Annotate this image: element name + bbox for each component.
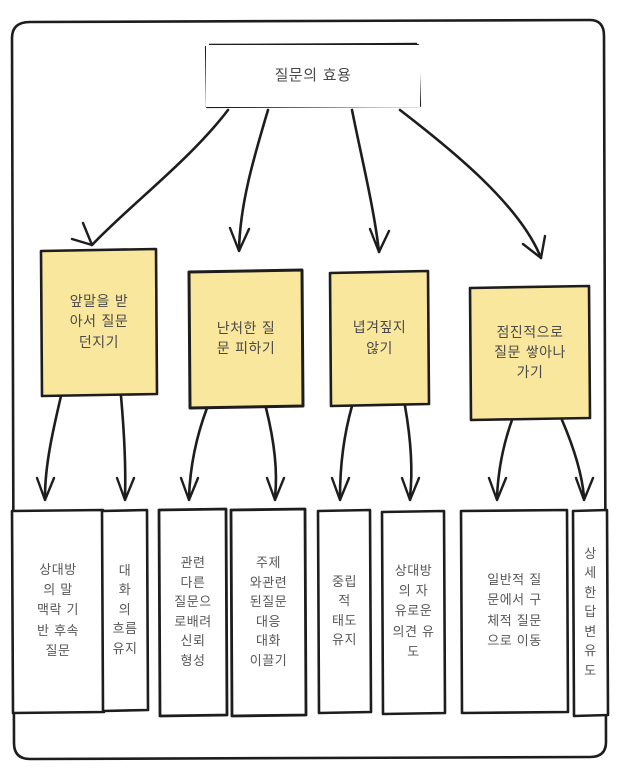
arrowhead-leaf-6 <box>400 476 421 502</box>
leaf-node-7-label: 일반적 질 문에서 구 체적 질문 으로 이동 <box>487 573 542 649</box>
leaf-node-8-label: 상 세 한 답 변 유도 <box>584 546 597 679</box>
branch-box-3-outline <box>328 269 431 408</box>
arrowhead-leaf-1 <box>35 476 56 502</box>
arrowhead-leaf-4 <box>265 476 286 502</box>
branch-node-2-label: 난처한 질 문 피하기 <box>216 320 276 357</box>
title-node-label: 질문의 효용 <box>274 66 352 85</box>
leaf-node-1-label: 상대방 의 말 맥락 기 반 후속 질문 <box>36 563 79 659</box>
arrow-b1-to-leaf-2 <box>119 394 127 499</box>
leaf-node-1[interactable]: 상대방 의 말 맥락 기 반 후속 질문 <box>12 510 104 713</box>
arrowhead-branch-2 <box>228 226 251 253</box>
arrowhead-leaf-3 <box>179 476 200 502</box>
branch-box-2-outline <box>187 268 305 410</box>
leaf-box-2-outline <box>100 508 150 713</box>
arrow-title-to-branch-1 <box>90 108 230 247</box>
arrow-b4-to-leaf-1 <box>495 418 514 499</box>
branch-node-2[interactable]: 난처한 질 문 피하기 <box>189 270 303 408</box>
title-node[interactable]: 질문의 효용 <box>206 45 420 107</box>
branch-node-4-label: 점진적으로 질문 쌓아나 가기 <box>494 324 566 382</box>
branch-node-4[interactable]: 점진적으로 질문 쌓아나 가기 <box>470 286 590 420</box>
leaf-node-2-label: 대 화 의 흐름 유지 <box>112 563 138 657</box>
arrowhead-branch-4 <box>521 234 547 260</box>
arrowhead-leaf-2 <box>115 476 136 502</box>
leaf-node-5-label: 중립 적 태도 유지 <box>332 574 357 649</box>
arrowhead-leaf-8 <box>574 476 595 502</box>
leaf-node-4-label: 주제 와관련 된질문 대응 대화 이끌기 <box>249 556 288 669</box>
branch-node-3[interactable]: 녑겨짚지 않기 <box>330 271 429 406</box>
leaf-node-8[interactable]: 상 세 한 답 변 유도 <box>573 510 608 716</box>
leaf-node-6[interactable]: 상대방 의 자 유로운 의견 유 도 <box>382 511 445 714</box>
branch-node-1[interactable]: 앞말을 받 아서 질문 던지기 <box>41 249 157 396</box>
outer-frame <box>10 18 608 761</box>
arrowhead-branch-1 <box>70 221 94 247</box>
leaf-box-8-outline <box>571 508 610 718</box>
leaf-box-4-outline <box>229 507 308 718</box>
arrow-title-to-branch-3 <box>350 108 381 254</box>
title-box-top-shade <box>208 42 418 47</box>
branch-node-1-label: 앞말을 받 아서 질문 던지기 <box>69 294 129 351</box>
leaf-node-7[interactable]: 일반적 질 문에서 구 체적 질문 으로 이동 <box>461 510 568 713</box>
arrow-b4-to-leaf-2 <box>560 418 586 499</box>
leaf-node-3[interactable]: 관련 다른 질문으 로배려 신뢰 형성 <box>159 509 227 716</box>
branch-box-4-outline <box>468 284 592 422</box>
leaf-box-5-outline <box>316 508 373 715</box>
arrow-b1-to-leaf-1 <box>43 394 63 499</box>
leaf-node-6-label: 상대방 의 자 유로운 의견 유 도 <box>392 564 435 660</box>
arrowhead-leaf-5 <box>330 476 351 502</box>
branch-box-1-outline <box>39 247 159 398</box>
arrow-title-to-branch-2 <box>237 108 270 252</box>
arrow-b2-to-leaf-2 <box>264 406 278 499</box>
leaf-node-5[interactable]: 중립 적 태도 유지 <box>318 510 371 713</box>
leaf-node-3-label: 관련 다른 질문으 로배려 신뢰 형성 <box>174 556 212 669</box>
arrowhead-branch-3 <box>368 227 391 254</box>
leaf-node-2[interactable]: 대 화 의 흐름 유지 <box>102 510 148 711</box>
branch-node-3-label: 녑겨짚지 않기 <box>352 320 407 357</box>
arrow-b3-to-leaf-2 <box>403 404 413 499</box>
arrow-b2-to-leaf-1 <box>187 406 209 499</box>
arrowhead-leaf-7 <box>487 476 508 502</box>
leaf-box-7-outline <box>459 508 570 715</box>
leaf-node-4[interactable]: 주제 와관련 된질문 대응 대화 이끌기 <box>231 509 306 716</box>
arrow-title-to-branch-4 <box>398 108 543 260</box>
arrow-b3-to-leaf-1 <box>338 404 354 499</box>
leaf-box-3-outline <box>157 507 229 718</box>
leaf-box-6-outline <box>380 509 447 716</box>
